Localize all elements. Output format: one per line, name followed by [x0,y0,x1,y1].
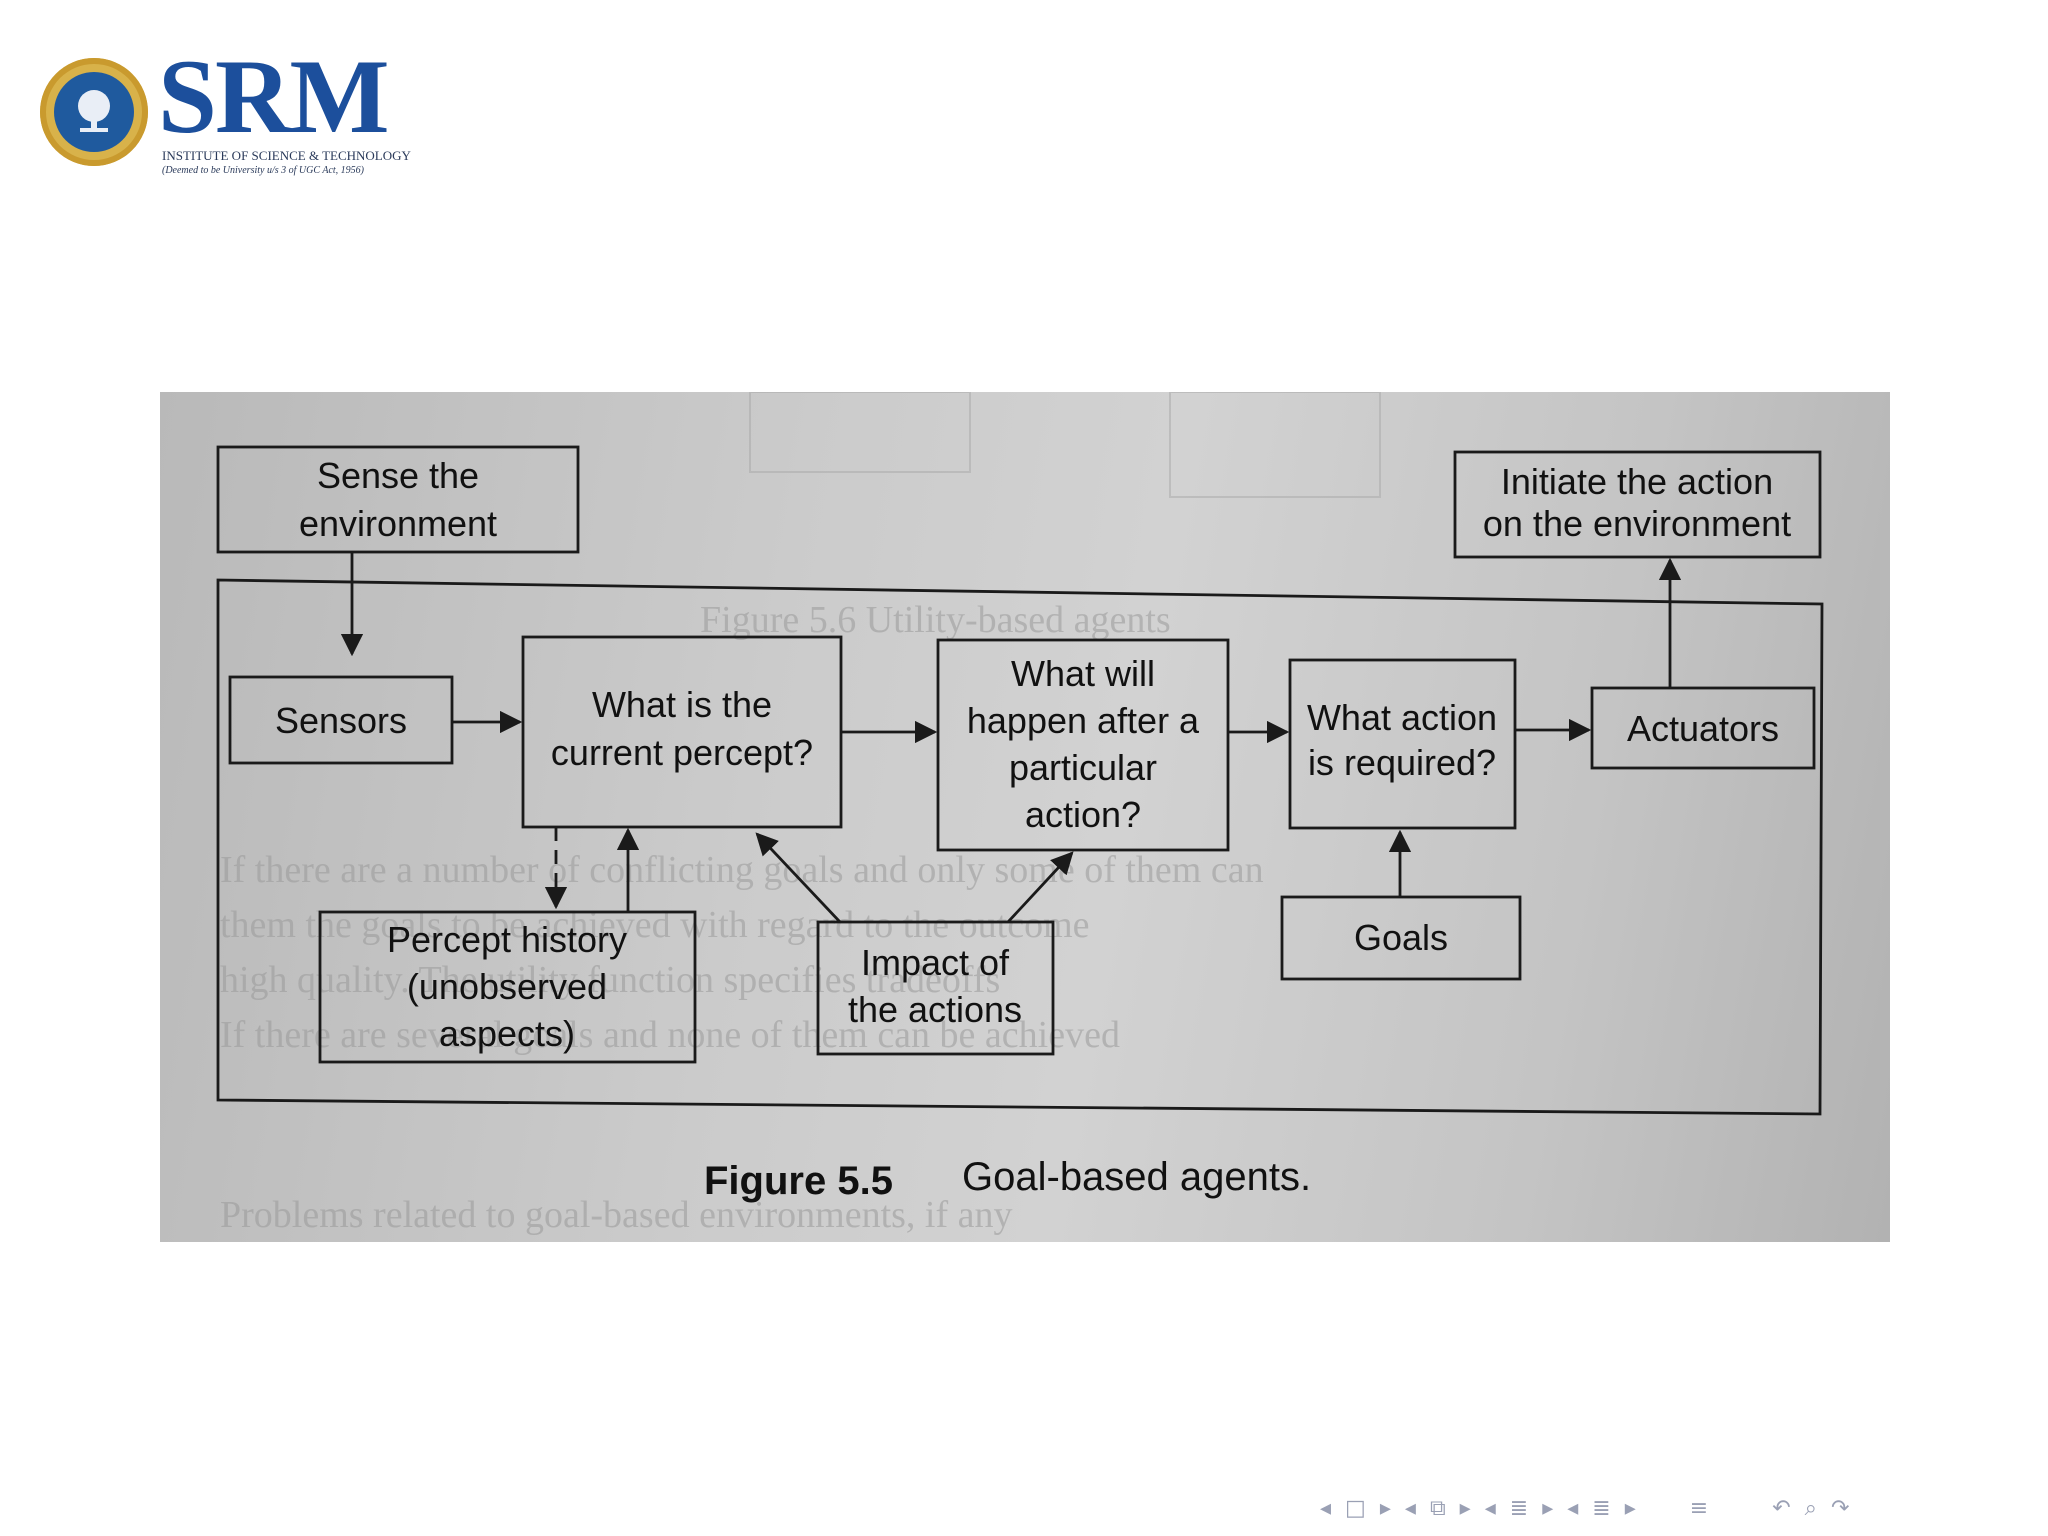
svg-text:Problems related to goal-based: Problems related to goal-based environme… [220,1194,1013,1236]
undo-icon[interactable]: ↶ [1772,1495,1791,1521]
impact-box: Impact of the actions [816,920,1055,1056]
subsection-icon[interactable]: ⧉ [1429,1495,1446,1521]
arrows [340,552,1682,923]
happen-line-4: action? [1025,794,1141,835]
required-line-2: is required? [1308,742,1496,783]
actuators-label: Actuators [1627,708,1779,749]
initiate-action-box: Initiate the action on the environment [1453,450,1822,559]
goal-based-agent-diagram: Figure 5.6 Utility-based agents If there… [216,392,1824,1236]
goals-label: Goals [1354,917,1448,958]
seal-icon [40,58,148,166]
required-line-1: What action [1307,697,1497,738]
align-icon[interactable]: ≡ [1689,1495,1709,1521]
current-percept-box: What is the current percept? [521,635,843,829]
redo-icon[interactable]: ↷ [1830,1495,1850,1521]
history-line-3: aspects) [439,1013,575,1054]
frame-icon[interactable]: □ [1345,1495,1366,1521]
srm-logo: SRM INSTITUTE OF SCIENCE & TECHNOLOGY (D… [40,44,420,192]
arrow-impact-to-current [755,832,842,923]
agent-boundary [216,578,1824,1116]
sense-environment-box: Sense the environment [216,445,580,554]
actuators-box: Actuators [1590,686,1816,770]
svg-text:them the goals to be achieved: them the goals to be achieved with regar… [220,904,1090,946]
arrow-right-icon[interactable]: ▸ [1624,1495,1636,1521]
history-line-1: Percept history [387,919,627,960]
arrow-left-icon[interactable]: ◂ [1320,1495,1332,1521]
sensors-box: Sensors [228,675,454,765]
impact-line-2: the actions [848,989,1022,1030]
initiate-line-1: Initiate the action [1501,461,1773,502]
logo-wordmark: SRM [158,38,390,155]
action-required-box: What action is required? [1288,658,1517,830]
arrow-right-icon[interactable]: ▸ [1542,1495,1554,1521]
section-icon[interactable]: ≣ [1509,1495,1529,1521]
happen-line-3: particular [1009,747,1157,788]
arrow-left-icon[interactable]: ◂ [1404,1495,1416,1521]
impact-line-1: Impact of [861,942,1010,983]
search-icon[interactable]: ⌕ [1804,1495,1817,1521]
history-line-2: (unobserved [407,966,607,1007]
figure-caption: Goal-based agents. [962,1155,1311,1199]
arrow-left-icon[interactable]: ◂ [1484,1495,1496,1521]
current-line-2: current percept? [551,732,813,773]
arrow-impact-to-happen [1006,851,1074,923]
initiate-line-2: on the environment [1483,503,1791,544]
arrow-right-icon[interactable]: ▸ [1459,1495,1471,1521]
sensors-label: Sensors [275,700,407,741]
logo-tagline: (Deemed to be University u/s 3 of UGC Ac… [162,165,364,176]
logo-subtitle: INSTITUTE OF SCIENCE & TECHNOLOGY [162,148,411,163]
happen-line-2: happen after a [967,700,1200,741]
sense-line-1: Sense the [317,455,479,496]
figure-number: Figure 5.5 [704,1159,893,1203]
svg-text:Figure 5.6 Utility-based age: Figure 5.6 Utility-based agents [700,599,1171,641]
arrow-right-icon[interactable]: ▸ [1379,1495,1391,1521]
arrow-left-icon[interactable]: ◂ [1567,1495,1579,1521]
figure-photo: Figure 5.6 Utility-based agents If there… [160,392,1890,1242]
percept-history-box: Percept history (unobserved aspects) [318,910,697,1064]
current-line-1: What is the [592,684,772,725]
section-icon[interactable]: ≣ [1592,1495,1611,1521]
slide-navigation: ◂ □ ▸ ◂ ⧉ ▸ ◂ ≣ ▸ ◂ ≣ ▸ ≡ ↶ ⌕ ↷ [1320,1490,2040,1526]
sense-line-2: environment [299,503,497,544]
goals-box: Goals [1280,895,1522,981]
bleed-through: Figure 5.6 Utility-based agents If there… [220,392,1381,1236]
happen-line-1: What will [1011,653,1155,694]
svg-text:high quality. The utility func: high quality. The utility function speci… [220,959,1000,1001]
svg-text:If there are several goals and: If there are several goals and none of t… [220,1014,1120,1056]
svg-text:If there are a number of confl: If there are a number of conflicting goa… [220,849,1264,891]
what-will-happen-box: What will happen after a particular acti… [936,638,1230,852]
